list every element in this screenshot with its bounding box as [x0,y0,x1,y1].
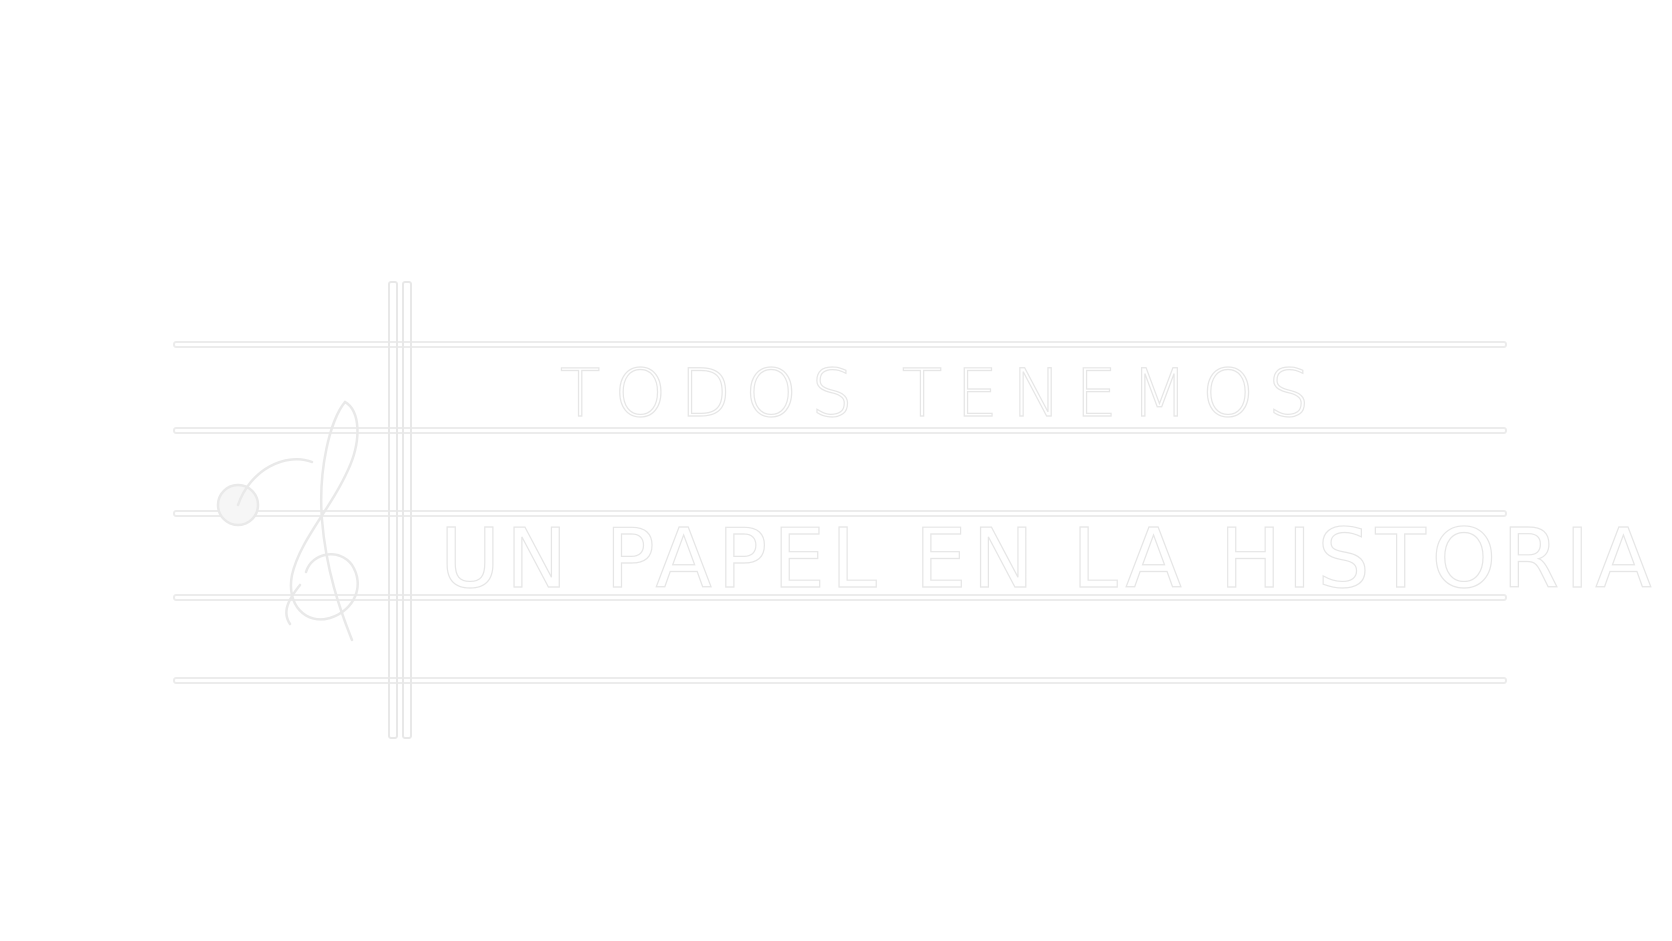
staff-line-4 [173,594,1507,601]
headline-line-2: UN PAPEL EN LA HISTORIA [439,511,1658,607]
staff-lines [173,341,1507,684]
staff-line-1 [173,341,1507,348]
staff-line-3 [173,510,1507,517]
treble-clef-icon [216,400,359,642]
staff-line-5 [173,677,1507,684]
double-barline-icon [388,281,412,739]
headline-line-1: TODOS TENEMOS [559,354,1324,432]
staff-line-2 [173,427,1507,434]
